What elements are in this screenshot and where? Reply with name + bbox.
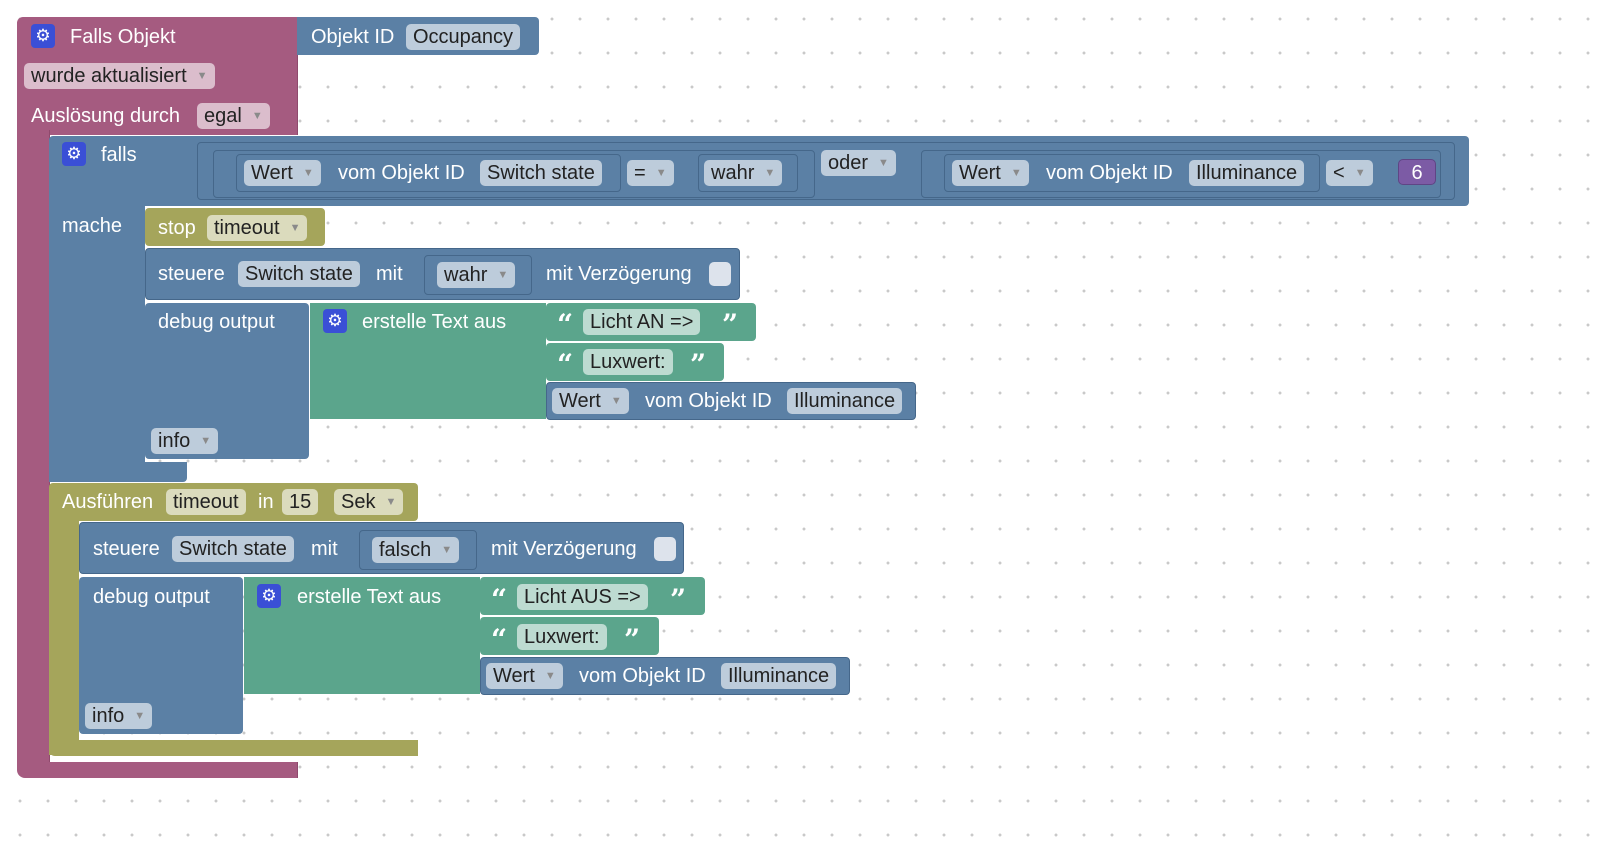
gear-icon[interactable]: ⚙ — [257, 584, 281, 608]
if-label: falls — [101, 144, 137, 166]
event-type-dropdown[interactable]: wurde aktualisiert▼ — [24, 63, 215, 89]
logic-operator-dropdown[interactable]: oder▼ — [821, 150, 896, 176]
object-id-field[interactable]: Occupancy — [406, 24, 521, 50]
quote-open-icon: “ — [491, 583, 508, 616]
dropdown-arrow-icon: ▼ — [1354, 167, 1366, 179]
dropdown-arrow-icon: ▼ — [302, 167, 314, 179]
value-type-dropdown[interactable]: Wert▼ — [952, 160, 1029, 186]
object-id-field[interactable]: Illuminance — [1189, 160, 1305, 186]
value-type-dropdown[interactable]: Wert▼ — [486, 663, 563, 689]
delay-checkbox[interactable] — [709, 262, 731, 286]
timeout-label: Ausführen — [62, 491, 154, 513]
timeout-block-spine — [49, 515, 79, 755]
boolean-dropdown[interactable]: wahr▼ — [437, 262, 516, 288]
control-label: steuere — [93, 538, 160, 560]
gear-icon[interactable]: ⚙ — [323, 309, 347, 333]
event-block-footer — [17, 762, 298, 778]
dropdown-arrow-icon: ▼ — [385, 496, 397, 508]
compare-operator-dropdown[interactable]: =▼ — [627, 160, 674, 186]
dropdown-arrow-icon: ▼ — [196, 70, 208, 82]
timeout-in-label: in — [258, 491, 274, 513]
text-field[interactable]: Licht AUS => — [517, 584, 648, 610]
quote-close-icon: ” — [690, 348, 707, 381]
timer-name-field[interactable]: timeout — [166, 489, 246, 515]
dropdown-arrow-icon: ▼ — [544, 670, 556, 682]
gear-icon[interactable]: ⚙ — [31, 24, 55, 48]
object-id-field[interactable]: Switch state — [480, 160, 602, 186]
control-object-field[interactable]: Switch state — [172, 536, 294, 562]
debug-label: debug output — [158, 311, 275, 333]
log-level-dropdown[interactable]: info▼ — [85, 703, 153, 729]
boolean-dropdown[interactable]: wahr▼ — [704, 160, 783, 186]
object-id-field[interactable]: Illuminance — [787, 388, 903, 414]
boolean-dropdown[interactable]: falsch▼ — [372, 537, 460, 563]
gear-icon[interactable]: ⚙ — [62, 142, 86, 166]
text-join-label: erstelle Text aus — [297, 586, 442, 608]
value-type-dropdown[interactable]: Wert▼ — [244, 160, 321, 186]
quote-open-icon: “ — [557, 348, 574, 381]
log-level-dropdown[interactable]: info▼ — [151, 428, 219, 454]
quote-close-icon: ” — [624, 623, 641, 656]
dropdown-arrow-icon: ▼ — [764, 167, 776, 179]
delay-label: mit Verzögerung — [546, 263, 692, 285]
quote-open-icon: “ — [557, 308, 574, 341]
timer-name-dropdown[interactable]: timeout▼ — [207, 215, 308, 241]
trigger-label: Auslösung durch — [31, 105, 180, 127]
number-field[interactable]: 6 — [1398, 159, 1436, 185]
object-id-field[interactable]: Illuminance — [721, 663, 837, 689]
quote-close-icon: ” — [670, 583, 687, 616]
text-field[interactable]: Luxwert: — [517, 624, 607, 650]
delay-label: mit Verzögerung — [491, 538, 637, 560]
trigger-dropdown[interactable]: egal▼ — [197, 103, 270, 129]
delay-checkbox[interactable] — [654, 537, 676, 561]
control-object-field[interactable]: Switch state — [238, 261, 360, 287]
dropdown-arrow-icon: ▼ — [655, 167, 667, 179]
text-join-block[interactable] — [310, 303, 546, 419]
quote-close-icon: ” — [722, 308, 739, 341]
text-join-label: erstelle Text aus — [362, 311, 507, 333]
object-id-label: vom Objekt ID — [1046, 162, 1173, 184]
time-unit-dropdown[interactable]: Sek▼ — [334, 489, 404, 515]
value-type-dropdown[interactable]: Wert▼ — [552, 388, 629, 414]
text-join-block[interactable] — [244, 577, 480, 694]
control-with-label: mit — [311, 538, 338, 560]
dropdown-arrow-icon: ▼ — [289, 222, 301, 234]
dropdown-arrow-icon: ▼ — [134, 710, 146, 722]
do-label: mache — [62, 215, 123, 237]
text-field[interactable]: Luxwert: — [583, 349, 673, 375]
dropdown-arrow-icon: ▼ — [251, 110, 263, 122]
quote-open-icon: “ — [491, 623, 508, 656]
stop-label: stop — [158, 217, 196, 239]
if-block-footer — [49, 462, 187, 482]
duration-field[interactable]: 15 — [282, 489, 319, 515]
event-block-spine — [17, 130, 50, 770]
dropdown-arrow-icon: ▼ — [610, 395, 622, 407]
event-title: Falls Objekt — [70, 26, 176, 48]
text-field[interactable]: Licht AN => — [583, 309, 701, 335]
object-id-label: vom Objekt ID — [579, 665, 706, 687]
object-id-label: Objekt ID — [311, 26, 395, 48]
debug-label: debug output — [93, 586, 210, 608]
object-id-label: vom Objekt ID — [645, 390, 772, 412]
timeout-block-footer — [49, 740, 418, 756]
compare-operator-dropdown[interactable]: <▼ — [1326, 160, 1373, 186]
if-block-spine — [49, 200, 145, 482]
control-label: steuere — [158, 263, 225, 285]
object-id-label: vom Objekt ID — [338, 162, 465, 184]
dropdown-arrow-icon: ▼ — [200, 435, 212, 447]
dropdown-arrow-icon: ▼ — [497, 269, 509, 281]
dropdown-arrow-icon: ▼ — [441, 544, 453, 556]
dropdown-arrow-icon: ▼ — [878, 157, 889, 169]
control-with-label: mit — [376, 263, 403, 285]
dropdown-arrow-icon: ▼ — [1010, 167, 1022, 179]
